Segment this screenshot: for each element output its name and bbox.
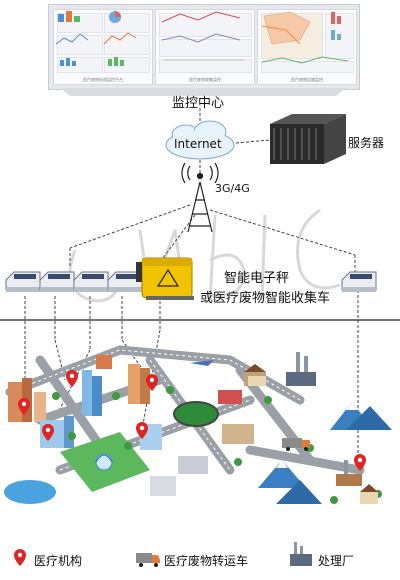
internet-label: Internet <box>174 137 222 151</box>
tree-group <box>52 386 382 504</box>
collection-label-line2: 或医疗废物智能收集车 <box>200 291 331 306</box>
legend-factory-icon <box>290 542 312 566</box>
legend-truck-icon <box>136 553 160 567</box>
server-label: 服务器 <box>348 136 385 150</box>
signal-tower-icon <box>181 162 219 233</box>
legend-truck-label: 医疗废物转运车 <box>164 554 249 568</box>
legend-hospital-label: 医疗机构 <box>34 554 83 568</box>
smart-scale-icon <box>341 271 377 292</box>
smart-scale-icon <box>73 271 109 292</box>
collection-cart-icon <box>136 257 194 300</box>
screen-caption: 医疗废物处理监控平台 <box>83 77 123 82</box>
monitor-center-label: 监控中心 <box>172 96 225 111</box>
smart-scale-icon <box>39 271 75 292</box>
city-map <box>4 345 392 504</box>
map-pin-icon <box>42 424 54 441</box>
factory-icon <box>286 352 316 386</box>
building <box>248 376 378 504</box>
screen-caption: 医疗废物收集监控 <box>189 77 221 82</box>
airplane-icon <box>190 360 214 366</box>
screen-mini-charts <box>55 11 349 66</box>
legend-pin-icon <box>14 549 26 566</box>
cloud-icon <box>165 120 235 160</box>
stadium <box>173 401 219 427</box>
tower-label: 3G/4G <box>215 182 250 195</box>
legend-factory-label: 处理厂 <box>318 554 355 568</box>
smart-scale-icon <box>5 271 41 292</box>
map-pin-icon <box>18 398 30 415</box>
map-pin-icon <box>66 370 78 387</box>
hospital-pin-group <box>18 370 366 471</box>
screen-caption: 医疗废物运输监控 <box>291 77 323 82</box>
mountain <box>258 402 392 504</box>
map-pin-icon <box>136 422 148 439</box>
map-pin-icon <box>354 454 366 471</box>
transfer-truck-icon <box>282 438 310 451</box>
lake <box>4 480 56 504</box>
monitor-base <box>60 88 346 96</box>
factory-icon <box>336 460 362 486</box>
collection-label-line1: 智能电子秤 <box>224 271 290 286</box>
map-pin-icon <box>146 374 158 391</box>
server-icon <box>270 114 346 164</box>
